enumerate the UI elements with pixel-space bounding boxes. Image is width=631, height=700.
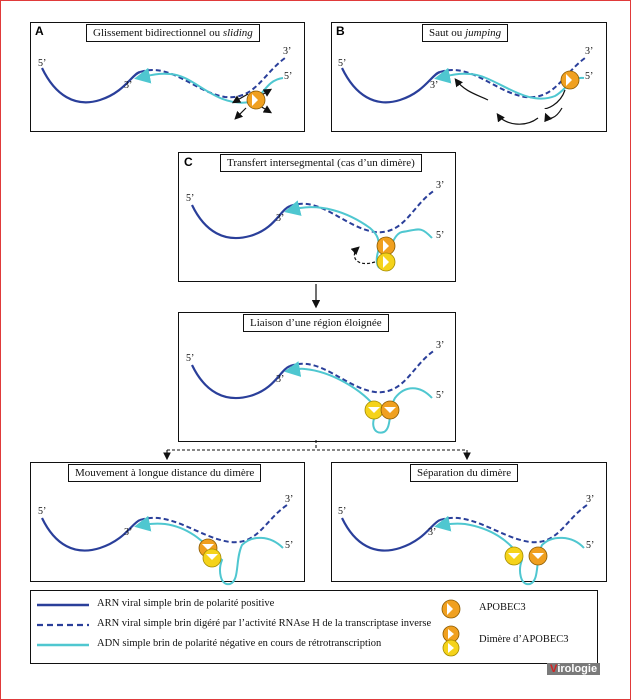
- label-5-prime: 5’: [186, 353, 195, 364]
- legend-digested-rna-label: ARN viral simple brin digéré par l’activ…: [97, 618, 432, 629]
- arrow-d-split: [163, 440, 471, 461]
- apobec-f-orange: [528, 546, 548, 566]
- label-5-prime: 5’: [38, 506, 47, 517]
- label-5-prime: 5’: [585, 71, 594, 82]
- panel-d: [178, 312, 456, 442]
- panel-c: [178, 152, 456, 282]
- legend-apobec-label: APOBEC3: [479, 602, 526, 613]
- label-5-prime: 5’: [186, 193, 195, 204]
- panel-f-title: Séparation du dimère: [410, 464, 519, 482]
- panel-e-title: Mouvement à longue distance du dimère: [68, 464, 262, 482]
- panel-a-strands: [41, 57, 286, 120]
- panel-c-letter: C: [184, 155, 193, 169]
- panel-a-letter: A: [35, 24, 44, 38]
- panel-c-title: Transfert intersegmental (cas d’un dimèr…: [220, 154, 422, 172]
- legend-apobec-icon: [441, 599, 461, 619]
- label-3-prime: 3’: [285, 494, 294, 505]
- panel-b-letter: B: [336, 24, 345, 38]
- legend-dna-label: ADN simple brin de polarité négative en …: [97, 638, 382, 649]
- label-5-prime: 5’: [284, 71, 293, 82]
- legend-dimer-label: Dimère d’APOBEC3: [479, 634, 569, 645]
- panel-d-title: Liaison d’une région éloignée: [243, 314, 389, 332]
- panel-c-strands: [191, 189, 436, 269]
- label-5-prime: 5’: [285, 540, 294, 551]
- apobec-f-yellow: [504, 546, 524, 566]
- panel-f: [331, 462, 607, 582]
- panel-e-strands: [41, 504, 288, 586]
- label-3-prime: 3’: [436, 340, 445, 351]
- label-3-prime: 3’: [430, 80, 439, 91]
- label-3-prime: 3’: [436, 180, 445, 191]
- label-5-prime: 5’: [338, 58, 347, 69]
- virologie-logo: Virologie: [547, 663, 601, 675]
- apobec-b: [560, 70, 580, 90]
- panel-b-title: Saut ou jumping: [422, 24, 509, 42]
- panel-b-title-em: jumping: [465, 27, 502, 39]
- legend-rna-label: ARN viral simple brin de polarité positi…: [97, 598, 275, 609]
- apobec-a: [246, 90, 266, 110]
- label-3-prime: 3’: [428, 527, 437, 538]
- legend-swatches: [37, 599, 461, 657]
- panel-e: [30, 462, 305, 582]
- label-3-prime: 3’: [124, 527, 133, 538]
- label-5-prime: 5’: [436, 230, 445, 241]
- logo-letter: V: [550, 663, 558, 675]
- panel-a-title-em: sliding: [222, 27, 253, 39]
- label-5-prime: 5’: [586, 540, 595, 551]
- label-3-prime: 3’: [276, 374, 285, 385]
- label-5-prime: 5’: [436, 390, 445, 401]
- panel-b-title-text: Saut ou: [429, 27, 466, 39]
- dimer-c: [376, 236, 396, 272]
- label-5-prime: 5’: [38, 58, 47, 69]
- dimer-e: [198, 538, 222, 568]
- legend: ARN viral simple brin de polarité positi…: [30, 590, 598, 664]
- panel-d-strands: [191, 349, 436, 434]
- label-5-prime: 5’: [338, 506, 347, 517]
- label-3-prime: 3’: [585, 46, 594, 57]
- dimer-d: [364, 400, 400, 420]
- label-3-prime: 3’: [586, 494, 595, 505]
- label-3-prime: 3’: [276, 213, 285, 224]
- label-3-prime: 3’: [124, 80, 133, 91]
- panel-a-title-text: Glissement bidirectionnel ou: [93, 27, 223, 39]
- panel-a-title: Glissement bidirectionnel ou sliding: [86, 24, 260, 42]
- label-3-prime: 3’: [283, 46, 292, 57]
- panel-f-strands: [341, 504, 588, 586]
- legend-dimer-icon: [442, 625, 460, 657]
- logo-rest: irologie: [557, 663, 598, 675]
- panel-b-strands: [341, 57, 586, 125]
